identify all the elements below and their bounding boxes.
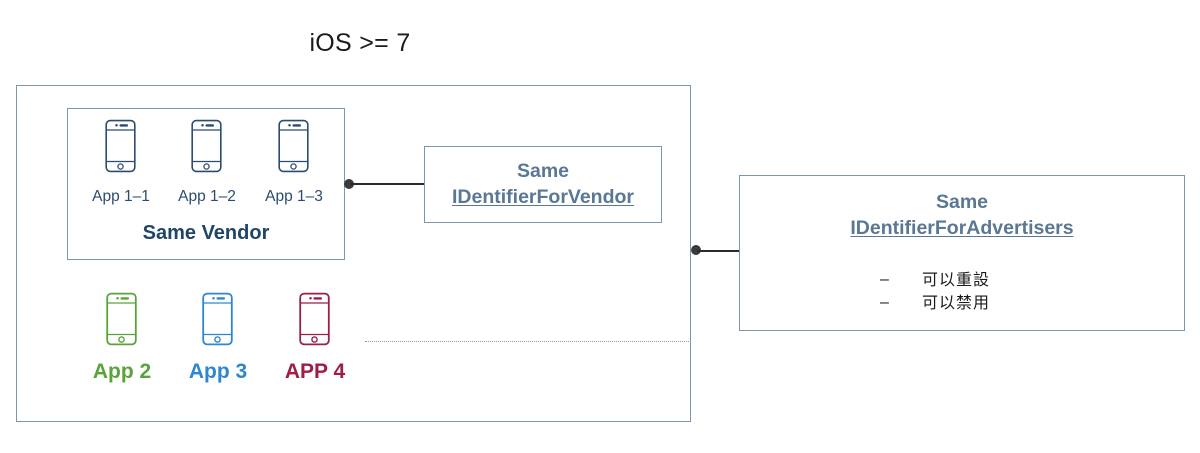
connector-line-idfa [697,250,740,252]
idfa-box [739,175,1185,331]
app-label-1-3: App 1–3 [265,188,323,205]
app-label-3: App 3 [188,360,248,383]
app-label-1-1: App 1–1 [92,188,150,205]
idfa-line2: IDentifierForAdvertisers [850,216,1074,239]
idfa-text: Same IDentifierForAdvertisers [739,190,1185,242]
idfv-text: Same IDentifierForVendor [424,159,662,211]
bullet-text: 可以禁用 [922,293,991,313]
idfv-line1: Same [516,160,570,182]
dotted-divider [365,341,691,342]
bullet-text: 可以重設 [922,270,991,289]
phone-icon [298,292,331,346]
phone-icon [190,119,223,173]
list-item: – 可以重設 [880,268,990,291]
phone-icon [277,119,310,173]
app-label-2: App 2 [92,360,152,383]
connector-dot-idfa [691,245,701,255]
idfa-line1: Same [935,191,989,213]
idfa-bullet-list: – 可以重設 – 可以禁用 [880,268,990,314]
app-label-1-2: App 1–2 [178,188,236,205]
page-title: iOS >= 7 [309,29,411,57]
app-label-4: APP 4 [284,360,346,383]
phone-icon [105,292,138,346]
connector-dot-vendor [344,179,354,189]
phone-icon [201,292,234,346]
connector-line-vendor [350,183,425,185]
bullet-dash: – [880,271,889,288]
list-item: – 可以禁用 [880,291,990,314]
idfv-box [424,146,662,223]
idfv-line2: IDentifierForVendor [451,185,635,208]
bullet-dash: – [880,294,889,312]
phone-icon [104,119,137,173]
same-vendor-label: Same Vendor [142,222,270,244]
